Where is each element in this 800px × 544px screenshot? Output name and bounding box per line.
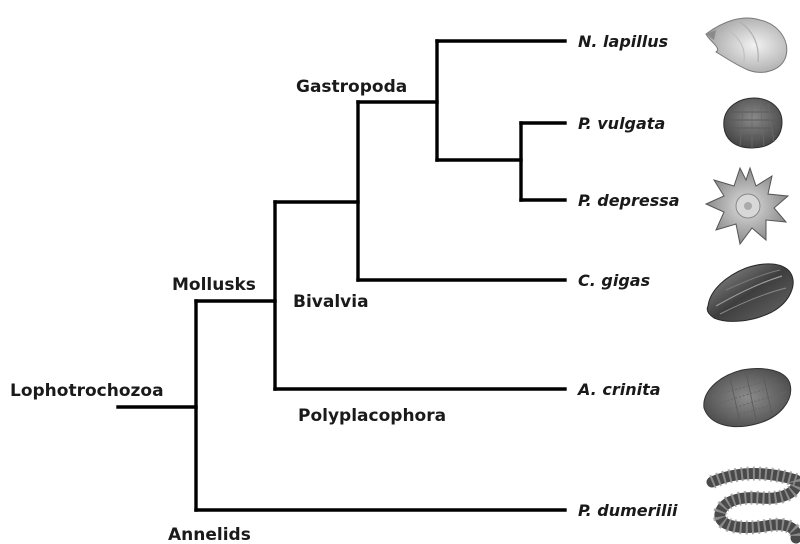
- clade-label-annelids: Annelids: [168, 525, 251, 544]
- species-label-p-vulgata: P. vulgata: [578, 114, 665, 133]
- clade-label-bivalvia: Bivalvia: [293, 292, 369, 312]
- clade-label-mollusks: Mollusks: [172, 275, 256, 295]
- ragworm-icon: [712, 474, 797, 539]
- species-label-n-lapillus: N. lapillus: [578, 32, 668, 51]
- oyster-shell-icon: [707, 264, 793, 321]
- species-label-c-gigas: C. gigas: [578, 271, 650, 290]
- species-label-p-dumerilii: P. dumerilii: [578, 501, 678, 520]
- star-limpet-shell-icon: [706, 168, 788, 244]
- chiton-icon: [704, 369, 791, 427]
- species-label-a-crinita: A. crinita: [576, 380, 661, 399]
- clade-label-polyplacophora: Polyplacophora: [298, 406, 446, 426]
- whelk-shell-icon: [706, 18, 787, 72]
- clade-label-root: Lophotrochozoa: [10, 381, 164, 401]
- limpet-shell-icon: [724, 98, 782, 148]
- species-label-p-depressa: P. depressa: [578, 191, 680, 210]
- clade-label-gastropoda: Gastropoda: [296, 77, 407, 97]
